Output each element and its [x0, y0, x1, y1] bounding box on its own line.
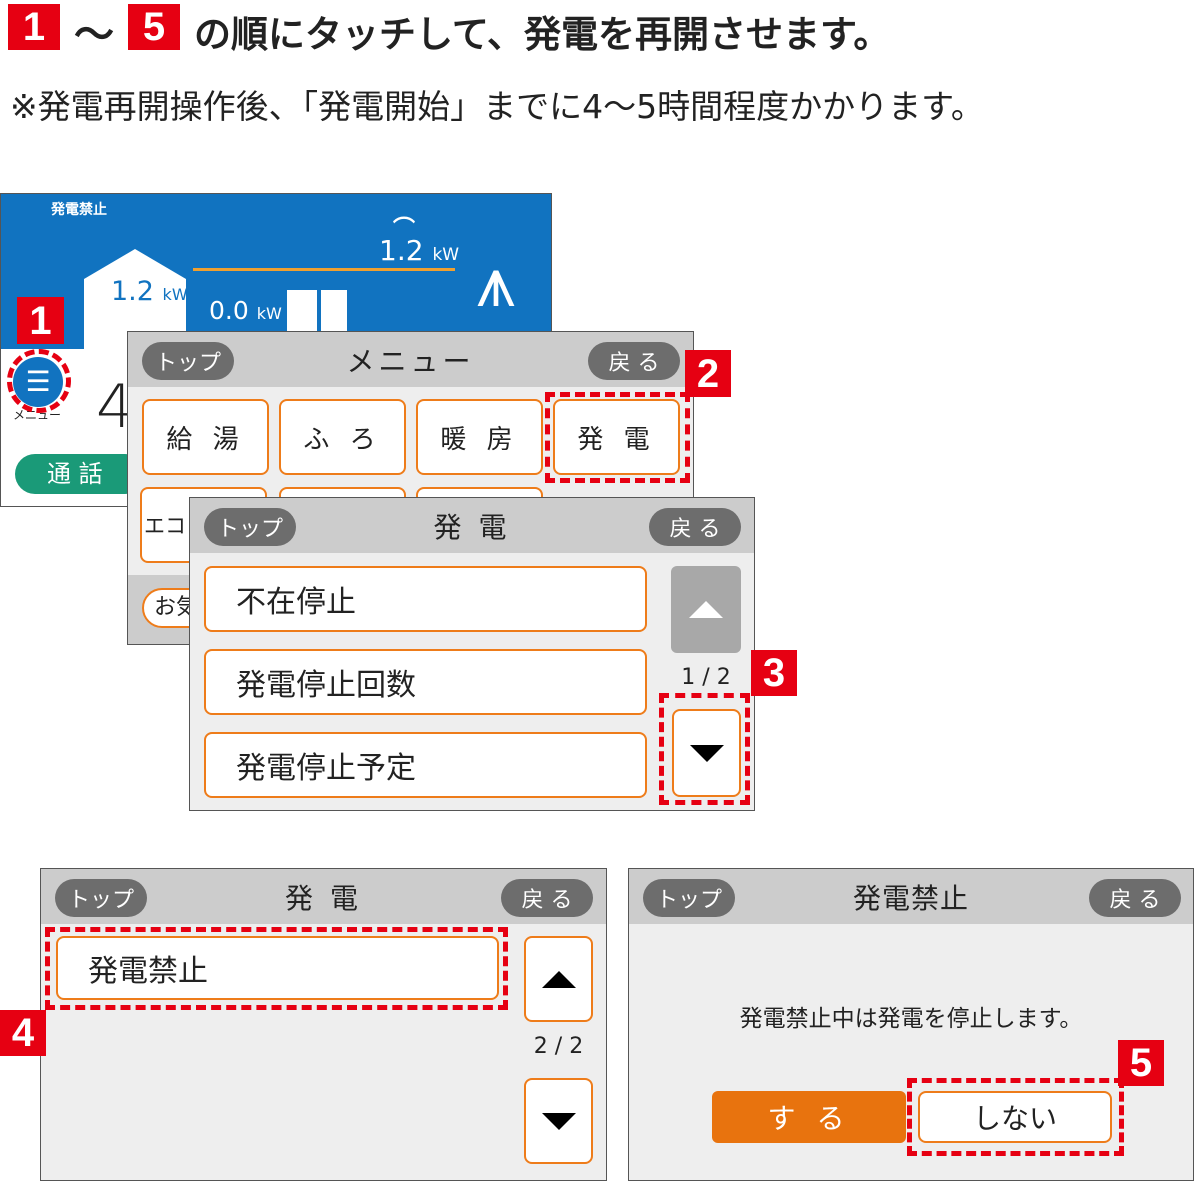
step-badge-1: 1 [8, 4, 60, 50]
power-title: 発 電 [285, 881, 362, 915]
step-badge-2: 2 [685, 350, 731, 397]
top-button[interactable]: トップ [204, 508, 296, 546]
status-text: 発電禁止 [51, 202, 107, 218]
scroll-up-button[interactable] [524, 936, 593, 1022]
grid-power: 1.2 kW [379, 234, 459, 267]
step-badge-1: 1 [17, 297, 64, 344]
top-button[interactable]: トップ [142, 342, 234, 380]
highlight-step-5 [907, 1078, 1124, 1156]
triangle-down-icon [689, 744, 724, 762]
instruction-note: ※発電再開操作後、「発電開始」までに4〜5時間程度かかります。 [10, 87, 984, 126]
back-button[interactable]: 戻 る [649, 508, 741, 546]
grid-power-value: 1.2 [379, 234, 424, 267]
yes-button[interactable]: す る [712, 1091, 906, 1143]
gen-power: 0.0 kW [209, 296, 282, 325]
top-button[interactable]: トップ [55, 879, 147, 917]
power-screen-page2: 発 電 トップ 戻 る 発電禁止 2 / 2 [40, 868, 607, 1181]
house-roof [84, 249, 186, 279]
pylon-icon: ⩚ [476, 241, 516, 323]
step-badge-4: 4 [0, 1010, 46, 1056]
scroll-up-button[interactable] [671, 566, 741, 653]
energy-panel: 発電禁止 ︵ 1.2 kW ⩚ 1.2 kW 0.0 kW [1, 194, 551, 349]
house-power: 1.2 kW [111, 276, 188, 307]
call-button[interactable]: 通 話 [15, 454, 145, 494]
list-item-stop-schedule[interactable]: 発電停止予定 [204, 732, 647, 798]
unit: kW [256, 304, 282, 323]
highlight-step-4 [45, 927, 508, 1010]
menu-item-bath[interactable]: ふ ろ [279, 399, 406, 475]
power-title: 発 電 [433, 510, 511, 544]
triangle-down-icon [541, 1112, 576, 1130]
back-button[interactable]: 戻 る [501, 879, 593, 917]
power-line [193, 268, 455, 271]
unit: kW [432, 245, 460, 265]
highlight-step-1 [7, 349, 71, 413]
menu-title: メニュー [346, 344, 475, 378]
gen-power-value: 0.0 [209, 296, 249, 325]
confirm-title: 発電禁止 [852, 881, 969, 915]
menu-item-hot-water[interactable]: 給 湯 [142, 399, 269, 475]
highlight-step-3 [659, 693, 750, 805]
back-button[interactable]: 戻 る [1089, 879, 1181, 917]
wifi-icon: ︵ [393, 202, 416, 227]
step-badge-5: 5 [128, 4, 180, 50]
menu-label: メニュー [13, 408, 62, 422]
list-item-absence-stop[interactable]: 不在停止 [204, 566, 647, 632]
back-button[interactable]: 戻 る [588, 342, 680, 380]
step-badge-5: 5 [1118, 1040, 1164, 1086]
confirm-message: 発電禁止中は発電を停止します。 [739, 1006, 1083, 1032]
menu-item-power[interactable]: 発 電 [553, 399, 680, 475]
step-badge-3: 3 [751, 650, 797, 696]
triangle-up-icon [689, 601, 723, 618]
page-indicator: 1 / 2 [681, 665, 731, 690]
menu-item-eco: エコ [144, 514, 186, 538]
triangle-up-icon [541, 970, 576, 988]
page-indicator: 2 / 2 [533, 1034, 584, 1059]
house-power-value: 1.2 [111, 276, 154, 307]
no-button[interactable]: しない [918, 1091, 1112, 1143]
instruction-title: の順にタッチして、発電を再開させます。 [194, 13, 891, 56]
scroll-down-button[interactable] [524, 1078, 593, 1164]
top-button[interactable]: トップ [643, 879, 735, 917]
tilde: 〜 [74, 12, 114, 58]
list-item-stop-count[interactable]: 発電停止回数 [204, 649, 647, 715]
scroll-down-button[interactable] [672, 709, 741, 797]
unit: kW [162, 285, 188, 304]
highlight-step-2 [545, 392, 690, 483]
menu-item-heating[interactable]: 暖 房 [416, 399, 543, 475]
list-item-power-prohibit[interactable]: 発電禁止 [56, 936, 499, 1000]
